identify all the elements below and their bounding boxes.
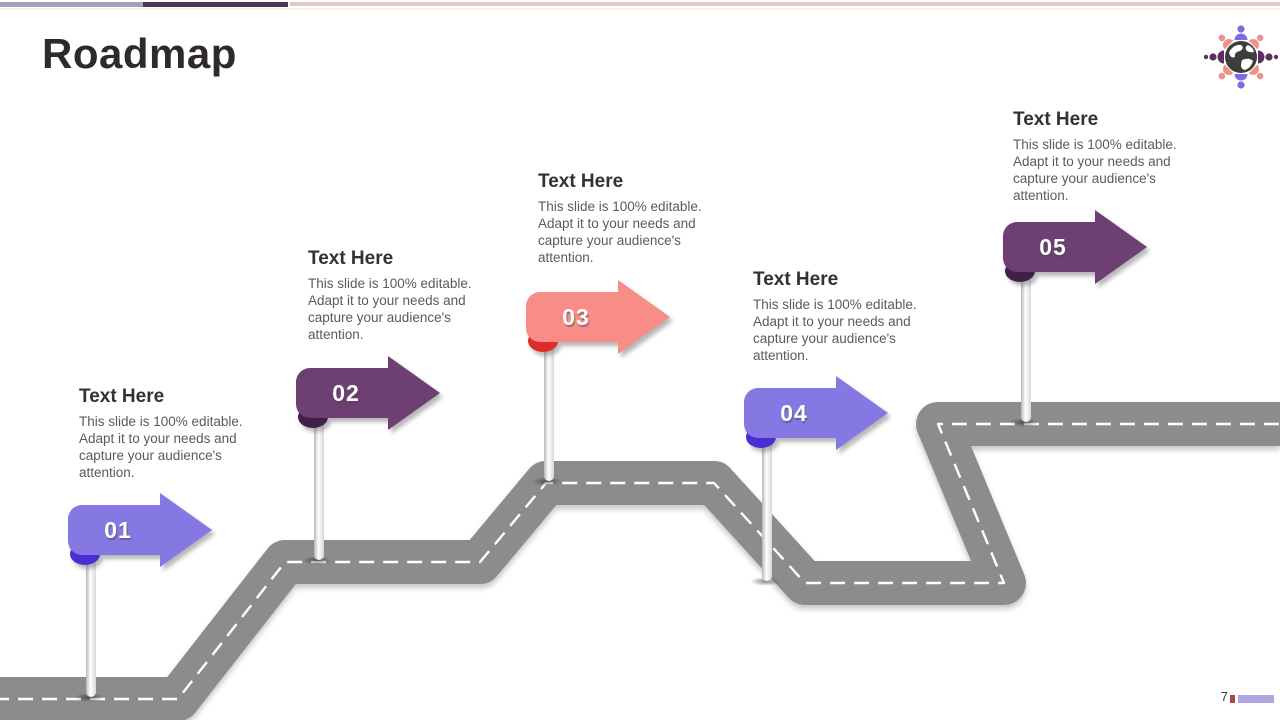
- sign-body: [744, 388, 844, 438]
- milestone-1-text: Text Here This slide is 100% editable. A…: [79, 386, 249, 481]
- sign-body: [68, 505, 168, 555]
- milestone-description: This slide is 100% editable. Adapt it to…: [79, 414, 243, 480]
- milestone-5-text: Text Here This slide is 100% editable. A…: [1013, 109, 1183, 204]
- milestone-number: 01: [104, 516, 132, 543]
- milestone-4-text: Text Here This slide is 100% editable. A…: [753, 269, 923, 364]
- sign-arrowhead: [1095, 210, 1147, 284]
- pole-shadow: [532, 477, 562, 486]
- signpost-pole: [544, 332, 554, 481]
- page-title: Roadmap: [42, 30, 237, 77]
- milestone-title: Text Here: [79, 386, 165, 407]
- sign-arrowhead: [160, 493, 212, 567]
- milestone-title: Text Here: [538, 171, 624, 192]
- pole-shadow: [74, 693, 104, 702]
- milestone-3-sign: 03: [526, 280, 676, 354]
- sign-arrowhead: [618, 280, 670, 354]
- milestone-4-sign: 04: [744, 376, 894, 450]
- milestone-5-sign: 05: [1003, 210, 1153, 284]
- page-number: 7: [1220, 689, 1228, 704]
- milestone-description: This slide is 100% editable. Adapt it to…: [1013, 137, 1177, 203]
- top-bar-segment: [0, 2, 143, 7]
- milestone-title: Text Here: [753, 269, 839, 290]
- milestone-number: 03: [562, 303, 590, 330]
- milestone-title: Text Here: [308, 248, 394, 269]
- milestone-description: This slide is 100% editable. Adapt it to…: [753, 297, 917, 363]
- signpost-pole: [86, 545, 96, 697]
- pole-shadow: [1009, 418, 1039, 427]
- people-around-globe-icon: [1203, 25, 1279, 89]
- top-bar-underline: [0, 8, 1280, 10]
- milestone-number: 04: [780, 399, 808, 426]
- signpost-pole: [1021, 262, 1031, 422]
- milestone-title: Text Here: [1013, 109, 1099, 130]
- road-centerline: [0, 422, 1280, 701]
- milestone-2-text: Text Here This slide is 100% editable. A…: [308, 248, 478, 343]
- pole-shadow: [302, 556, 332, 565]
- footer-accent-bar: [1238, 695, 1274, 703]
- logo: [1203, 25, 1279, 89]
- milestone-number: 02: [332, 379, 360, 406]
- signpost-pole: [762, 428, 772, 581]
- pole-shadow: [750, 577, 780, 586]
- sign-body: [1003, 222, 1103, 272]
- top-bar-segment: [143, 2, 288, 7]
- sign-arrowhead: [388, 356, 440, 430]
- milestone-number: 05: [1039, 233, 1067, 260]
- footer-accent-bar: [1230, 695, 1235, 703]
- milestone-1-sign: 01: [68, 493, 218, 567]
- milestone-3-text: Text Here This slide is 100% editable. A…: [538, 171, 708, 266]
- milestone-description: This slide is 100% editable. Adapt it to…: [538, 199, 702, 265]
- milestone-2-sign: 02: [296, 356, 446, 430]
- sign-arrowhead: [836, 376, 888, 450]
- milestone-description: This slide is 100% editable. Adapt it to…: [308, 276, 472, 342]
- sign-body: [526, 292, 626, 342]
- top-bar-segment: [290, 2, 1280, 6]
- top-bar: [0, 2, 1280, 7]
- sign-body: [296, 368, 396, 418]
- signpost-pole: [314, 408, 324, 560]
